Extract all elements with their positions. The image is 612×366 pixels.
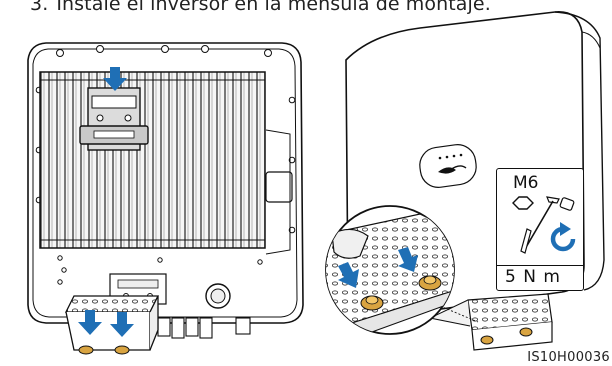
zoom-detail [325,205,479,335]
mounting-bracket [428,293,553,351]
down-arrow-icon [338,262,359,288]
step-number: 3. [30,0,49,15]
clockwise-rotation-icon [550,222,576,252]
figure-id: IS10H00036 [527,350,610,365]
torque-wrench-icon [520,196,575,254]
logo-icon [419,144,477,188]
torque-value-label: 5 N m [505,267,561,287]
down-arrow-icon [103,67,127,91]
torque-divider [497,265,583,266]
bolt-size-label: M6 [513,173,539,193]
down-arrow-icon [398,247,418,272]
step-text: Instale el inversor en la ménsula de mon… [56,0,491,15]
torque-spec-box: M6 5 N m [496,168,584,291]
instruction-step: 3. Instale el inversor en la ménsula de m… [30,0,491,15]
tool-graphics [512,196,576,254]
down-arrow-icon [110,312,134,337]
hexagon-nut-icon [512,196,534,210]
down-arrow-icon [78,310,102,335]
inverter-rear-view [27,42,304,355]
